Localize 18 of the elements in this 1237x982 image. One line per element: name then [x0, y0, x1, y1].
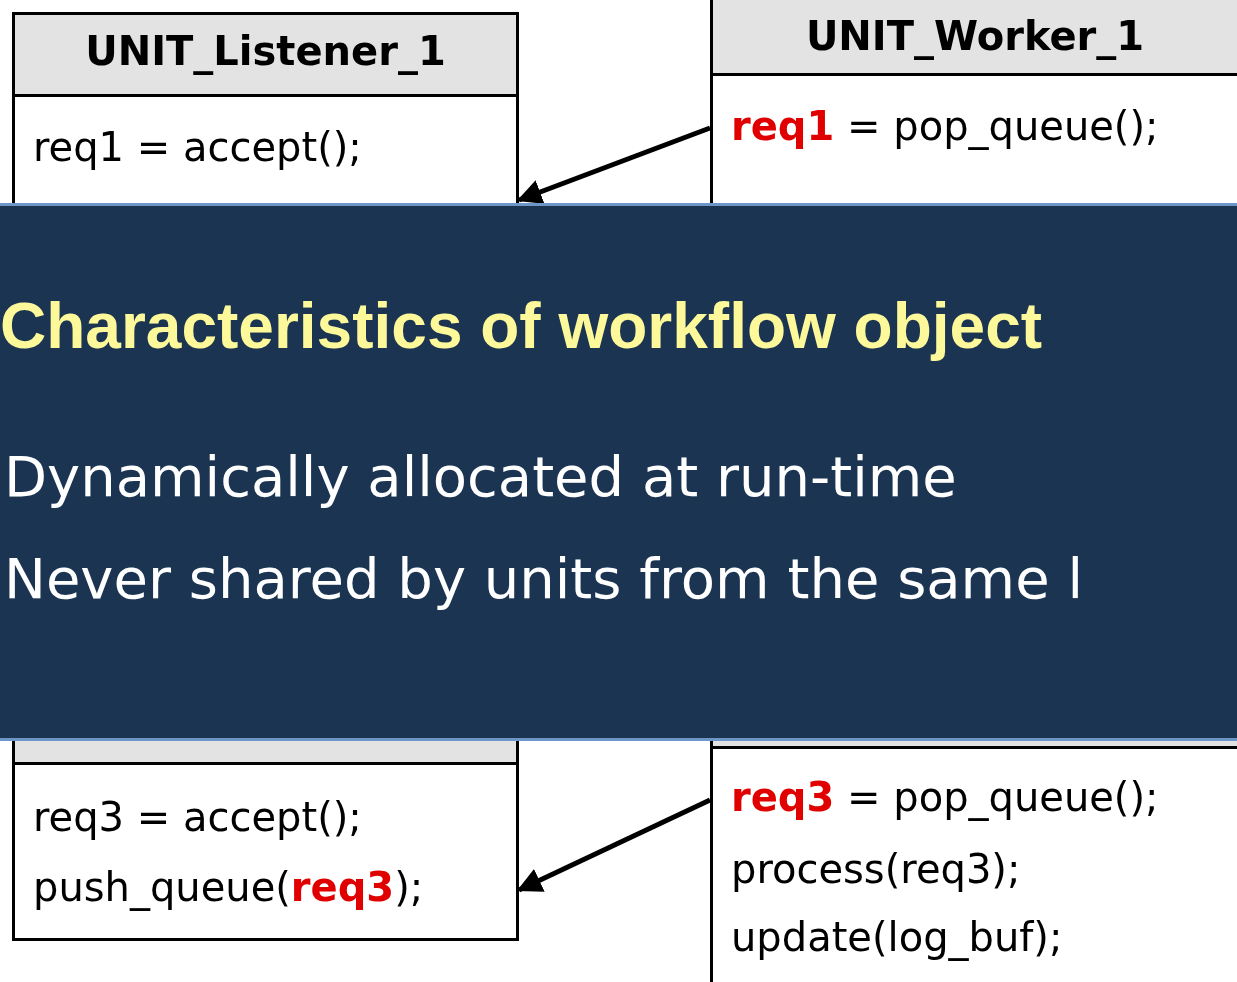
code-line: update(log_buf);: [731, 913, 1063, 963]
bullet-text: Dynamically allocated at run-time: [4, 443, 957, 511]
code-line: push_queue(req3);: [33, 863, 424, 913]
class-box: [710, 0, 1237, 203]
code-line: req3 = pop_queue();: [731, 773, 1159, 823]
class-name: UNIT_Worker_1: [805, 12, 1145, 62]
code-line: req1 = pop_queue();: [731, 102, 1159, 152]
code-line: req1 = accept();: [33, 123, 362, 172]
code-line: process(req3);: [731, 845, 1021, 894]
class-box: [710, 741, 1237, 982]
class-box: [12, 12, 519, 203]
class-name: UNIT_Listener_1: [85, 27, 446, 77]
slide-title: Characteristics of workflow object: [0, 289, 1043, 364]
arrow: [516, 125, 711, 204]
class-box: [12, 741, 519, 941]
code-line: req3 = accept();: [33, 793, 362, 842]
arrow: [516, 797, 712, 893]
bullet-text: Never shared by units from the same l: [4, 545, 1083, 613]
